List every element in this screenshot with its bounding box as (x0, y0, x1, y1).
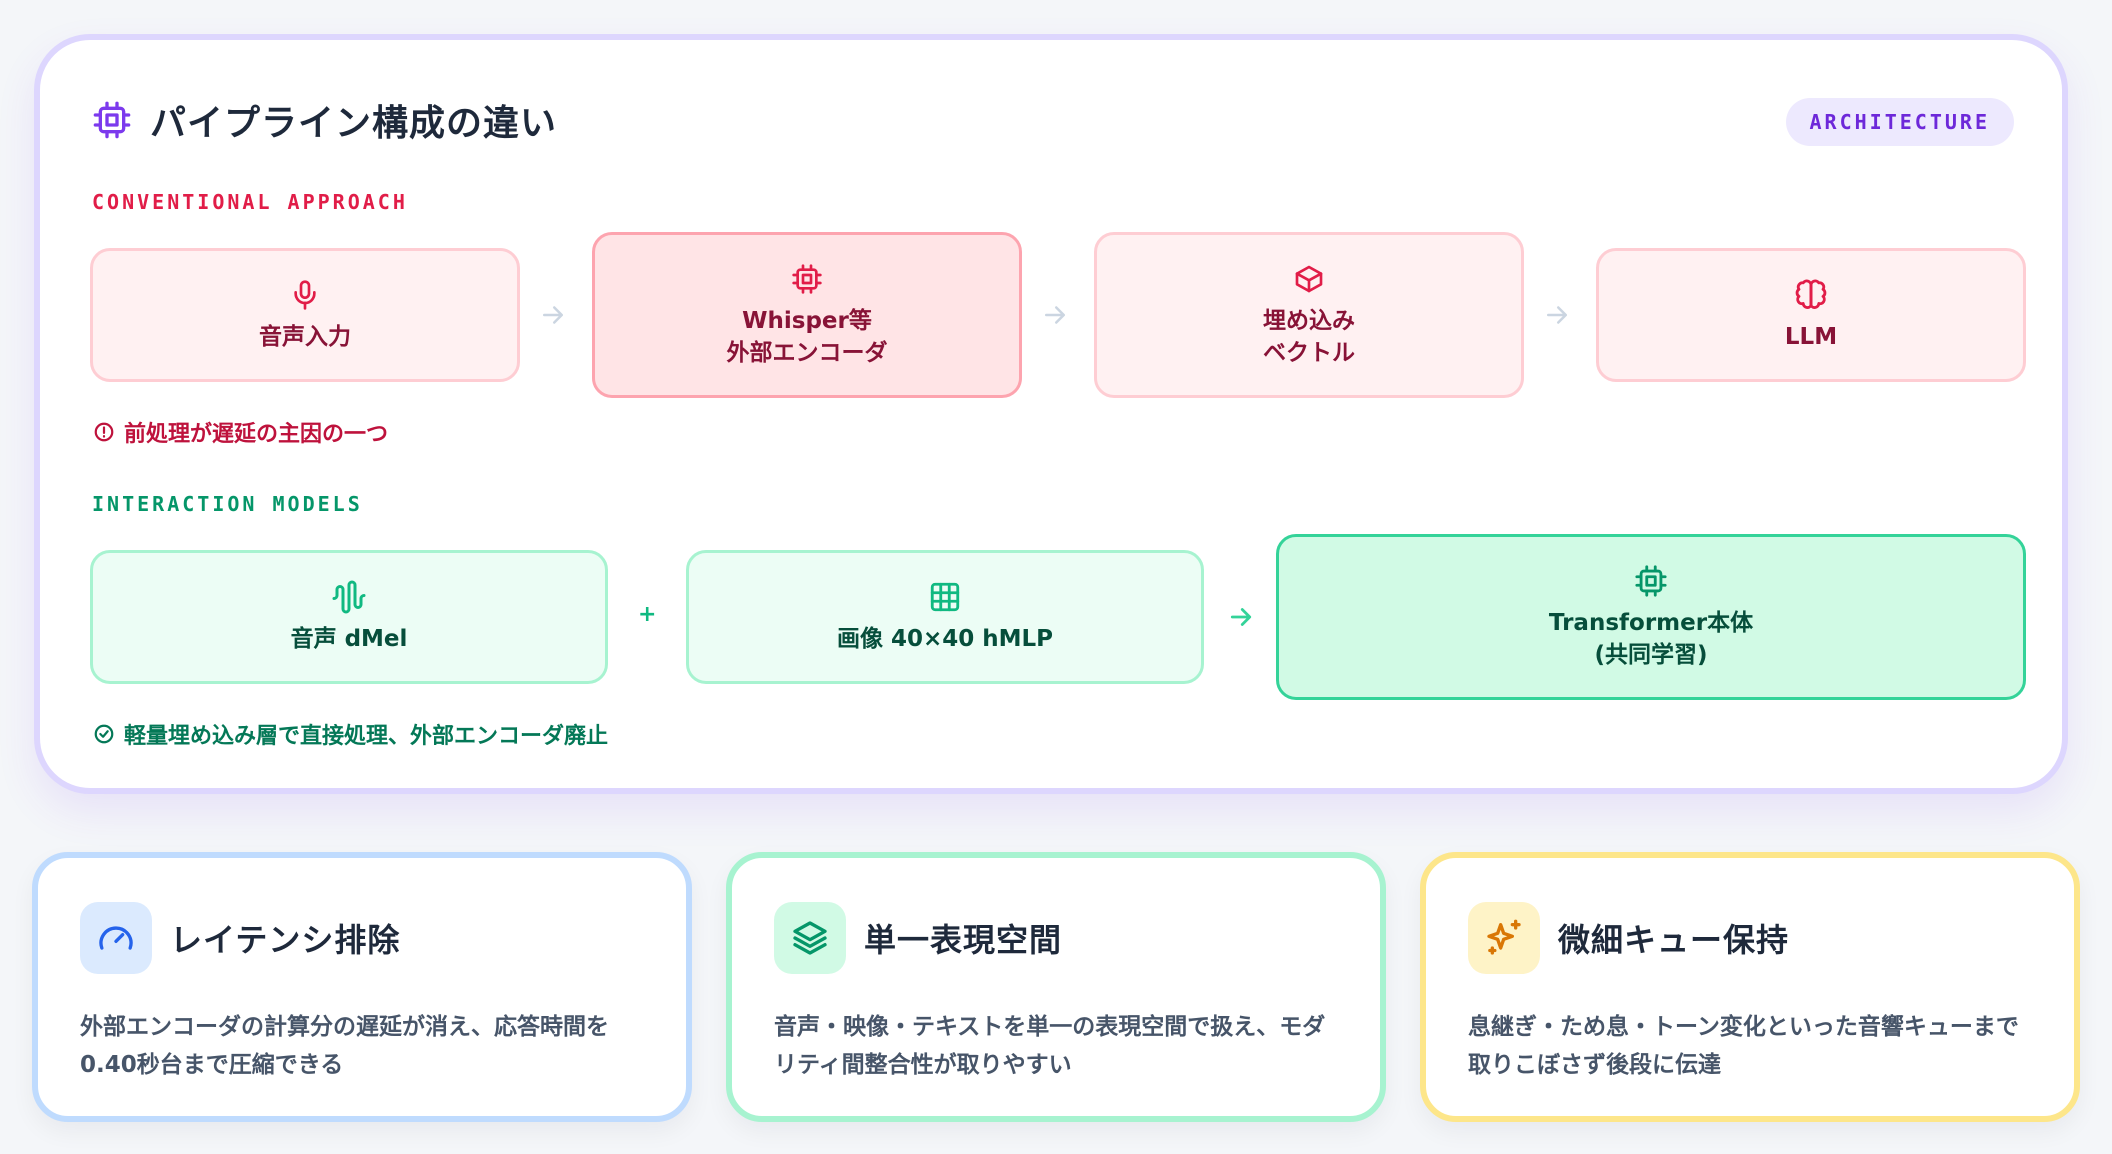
architecture-panel: パイプライン構成の違い ARCHITECTURE CONVENTIONAL AP… (34, 34, 2068, 794)
feature-card-unified-space: 単一表現空間 音声・映像・テキストを単一の表現空間で扱え、モダリティ間整合性が取… (726, 852, 1386, 1122)
box-icon (1291, 261, 1327, 297)
audio-waveform-icon (331, 579, 367, 615)
feature-card-latency: レイテンシ排除 外部エンコーダの計算分の遅延が消え、応答時間を0.40秒台まで圧… (32, 852, 692, 1122)
inter-node-transformer: Transformer本体 (共同学習) (1276, 534, 2026, 700)
node-label: Whisper等 外部エンコーダ (726, 308, 888, 366)
layers-icon (774, 902, 846, 974)
arrow-right-icon (536, 298, 570, 332)
feature-card-fine-cues: 微細キュー保持 息継ぎ・ため息・トーン変化といった音響キューまで取りこぼさず後段… (1420, 852, 2080, 1122)
architecture-badge: ARCHITECTURE (1785, 98, 2014, 146)
conv-node-embedding-vector: 埋め込み ベクトル (1094, 232, 1524, 398)
arrow-right-icon (1540, 298, 1574, 332)
note-text: 前処理が遅延の主因の一つ (124, 422, 389, 447)
arrow-right-icon (1038, 298, 1072, 332)
cpu-icon (789, 261, 825, 297)
card-description: 息継ぎ・ため息・トーン変化といった音響キューまで取りこぼさず後段に伝達 (1468, 1014, 2019, 1078)
sparkles-icon (1468, 902, 1540, 974)
card-title: レイテンシ排除 (170, 921, 401, 959)
node-label: LLM (1784, 324, 1838, 350)
conventional-section-label: CONVENTIONAL APPROACH (92, 190, 408, 214)
grid-icon (927, 579, 963, 615)
node-label: Transformer本体 (共同学習) (1548, 610, 1754, 668)
card-description: 外部エンコーダの計算分の遅延が消え、応答時間を0.40秒台まで圧縮できる (80, 1014, 609, 1078)
note-text: 軽量埋め込み層で直接処理、外部エンコーダ廃止 (124, 724, 609, 749)
inter-node-image-hmlp: 画像 40×40 hMLP (686, 550, 1204, 684)
card-description: 音声・映像・テキストを単一の表現空間で扱え、モダリティ間整合性が取りやすい (774, 1014, 1326, 1078)
alert-circle-icon (92, 420, 116, 444)
card-title: 微細キュー保持 (1558, 921, 1790, 959)
arrow-right-icon (1224, 600, 1258, 634)
node-label: 音声入力 (259, 324, 351, 350)
check-circle-icon (92, 722, 116, 746)
conv-node-external-encoder: Whisper等 外部エンコーダ (592, 232, 1022, 398)
inter-node-audio-dmel: 音声 dMel (90, 550, 608, 684)
interaction-section-label: INTERACTION MODELS (92, 492, 363, 516)
conv-node-audio-input: 音声入力 (90, 248, 520, 382)
node-label: 埋め込み ベクトル (1263, 308, 1355, 366)
brain-icon (1793, 277, 1829, 313)
conventional-note: 前処理が遅延の主因の一つ (92, 416, 388, 448)
panel-header: パイプライン構成の違い (90, 94, 557, 146)
interaction-note: 軽量埋め込み層で直接処理、外部エンコーダ廃止 (92, 718, 608, 750)
gauge-icon (80, 902, 152, 974)
page-title: パイプライン構成の違い (150, 103, 558, 144)
mic-icon (287, 277, 323, 313)
cpu-icon (1633, 563, 1669, 599)
node-label: 音声 dMel (290, 626, 408, 652)
cpu-icon (90, 98, 134, 142)
plus-sign: + (638, 602, 657, 627)
node-label: 画像 40×40 hMLP (836, 626, 1054, 652)
conv-node-llm: LLM (1596, 248, 2026, 382)
card-title: 単一表現空間 (864, 921, 1063, 959)
